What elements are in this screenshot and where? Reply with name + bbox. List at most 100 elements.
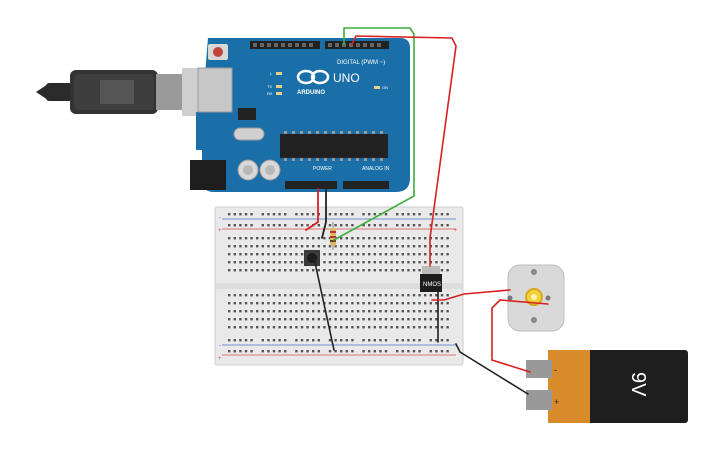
breadboard-hole[interactable]	[300, 213, 304, 216]
breadboard-hole[interactable]	[295, 302, 298, 305]
breadboard-hole[interactable]	[228, 213, 231, 216]
breadboard-hole[interactable]	[340, 318, 343, 321]
breadboard-hole[interactable]	[312, 350, 315, 353]
breadboard-hole[interactable]	[272, 310, 276, 313]
breadboard-hole[interactable]	[424, 261, 427, 264]
breadboard-hole[interactable]	[412, 253, 416, 256]
breadboard-hole[interactable]	[306, 213, 309, 216]
breadboard-hole[interactable]	[233, 245, 236, 248]
breadboard-hole[interactable]	[272, 253, 276, 256]
breadboard-hole[interactable]	[424, 302, 427, 305]
breadboard-hole[interactable]	[244, 245, 248, 248]
breadboard-hole[interactable]	[256, 302, 259, 305]
breadboard-hole[interactable]	[239, 269, 242, 272]
breadboard-hole[interactable]	[334, 269, 337, 272]
breadboard-hole[interactable]	[362, 350, 365, 353]
breadboard-hole[interactable]	[284, 294, 287, 297]
breadboard-hole[interactable]	[412, 245, 416, 248]
breadboard-hole[interactable]	[244, 326, 248, 329]
breadboard-hole[interactable]	[401, 339, 404, 342]
breadboard-hole[interactable]	[373, 261, 376, 264]
breadboard-hole[interactable]	[334, 350, 337, 353]
breadboard-hole[interactable]	[446, 350, 449, 353]
breadboard-hole[interactable]	[396, 339, 399, 342]
breadboard-hole[interactable]	[306, 339, 309, 342]
breadboard-hole[interactable]	[362, 310, 365, 313]
breadboard-hole[interactable]	[351, 237, 354, 240]
breadboard-hole[interactable]	[284, 245, 287, 248]
breadboard-hole[interactable]	[368, 213, 371, 216]
breadboard-hole[interactable]	[239, 261, 242, 264]
breadboard-hole[interactable]	[239, 350, 242, 353]
breadboard-hole[interactable]	[345, 224, 348, 227]
breadboard-hole[interactable]	[435, 294, 438, 297]
breadboard-hole[interactable]	[412, 310, 416, 313]
wire-red-5v-to-rail[interactable]	[305, 188, 319, 231]
breadboard-hole[interactable]	[261, 310, 264, 313]
breadboard-hole[interactable]	[368, 224, 371, 227]
breadboard-hole[interactable]	[440, 339, 444, 342]
breadboard-hole[interactable]	[228, 253, 231, 256]
breadboard-hole[interactable]	[272, 350, 276, 353]
breadboard-hole[interactable]	[317, 302, 320, 305]
breadboard-hole[interactable]	[407, 224, 410, 227]
breadboard-hole[interactable]	[407, 302, 410, 305]
breadboard-hole[interactable]	[244, 310, 248, 313]
breadboard-hole[interactable]	[401, 318, 404, 321]
breadboard-hole[interactable]	[384, 269, 388, 272]
breadboard-hole[interactable]	[435, 326, 438, 329]
breadboard-hole[interactable]	[368, 318, 371, 321]
breadboard-hole[interactable]	[272, 261, 276, 264]
breadboard-hole[interactable]	[278, 237, 281, 240]
breadboard-hole[interactable]	[239, 318, 242, 321]
breadboard-hole[interactable]	[440, 302, 444, 305]
breadboard-hole[interactable]	[278, 339, 281, 342]
breadboard-hole[interactable]	[435, 237, 438, 240]
breadboard-hole[interactable]	[267, 224, 270, 227]
breadboard-hole[interactable]	[351, 350, 354, 353]
breadboard-hole[interactable]	[396, 269, 399, 272]
breadboard-hole[interactable]	[284, 253, 287, 256]
breadboard-hole[interactable]	[334, 245, 337, 248]
breadboard-hole[interactable]	[401, 237, 404, 240]
dc-motor[interactable]	[507, 264, 565, 332]
breadboard-hole[interactable]	[412, 339, 416, 342]
breadboard-hole[interactable]	[312, 213, 315, 216]
breadboard-hole[interactable]	[351, 302, 354, 305]
breadboard-hole[interactable]	[300, 350, 304, 353]
breadboard-hole[interactable]	[362, 326, 365, 329]
breadboard-hole[interactable]	[278, 245, 281, 248]
breadboard-hole[interactable]	[261, 318, 264, 321]
breadboard-hole[interactable]	[233, 310, 236, 313]
breadboard-hole[interactable]	[373, 237, 376, 240]
breadboard-hole[interactable]	[317, 326, 320, 329]
breadboard-hole[interactable]	[250, 213, 253, 216]
breadboard-hole[interactable]	[312, 294, 315, 297]
breadboard-hole[interactable]	[239, 339, 242, 342]
breadboard-hole[interactable]	[396, 310, 399, 313]
breadboard-hole[interactable]	[250, 326, 253, 329]
breadboard-hole[interactable]	[362, 261, 365, 264]
breadboard-hole[interactable]	[323, 326, 326, 329]
breadboard-hole[interactable]	[267, 350, 270, 353]
breadboard-hole[interactable]	[289, 302, 292, 305]
breadboard-hole[interactable]	[295, 224, 298, 227]
breadboard-hole[interactable]	[312, 318, 315, 321]
breadboard-hole[interactable]	[289, 310, 292, 313]
breadboard-hole[interactable]	[379, 302, 382, 305]
breadboard-hole[interactable]	[323, 253, 326, 256]
breadboard-hole[interactable]	[306, 310, 309, 313]
breadboard-hole[interactable]	[328, 318, 332, 321]
breadboard-hole[interactable]	[384, 261, 388, 264]
breadboard-hole[interactable]	[256, 294, 259, 297]
push-button[interactable]	[304, 250, 320, 266]
breadboard-hole[interactable]	[340, 253, 343, 256]
breadboard-hole[interactable]	[250, 237, 253, 240]
breadboard-hole[interactable]	[379, 339, 382, 342]
breadboard-hole[interactable]	[401, 294, 404, 297]
breadboard-hole[interactable]	[312, 237, 315, 240]
usb-cable[interactable]	[36, 68, 208, 116]
breadboard-hole[interactable]	[228, 261, 231, 264]
breadboard-hole[interactable]	[334, 318, 337, 321]
breadboard-hole[interactable]	[256, 253, 259, 256]
